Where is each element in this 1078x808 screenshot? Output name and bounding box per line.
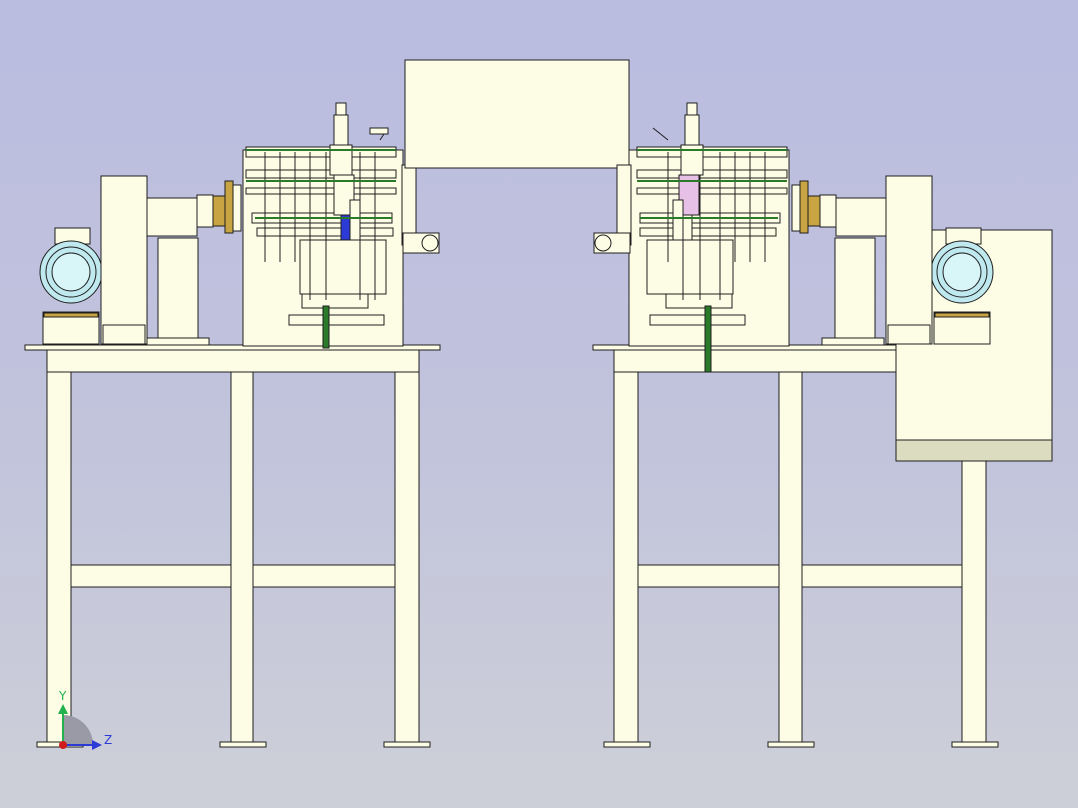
center-cabinet	[404, 59, 630, 169]
z-axis-arrowhead-icon	[92, 740, 102, 750]
left-gearbox	[100, 175, 242, 346]
triad-arc-icon	[63, 715, 93, 745]
axis-triad	[58, 704, 102, 750]
y-axis-label: Y	[59, 689, 67, 703]
left-motor	[39, 227, 103, 345]
z-axis-label: Z	[104, 733, 113, 747]
x-axis-dot-icon	[59, 741, 67, 749]
y-axis-arrowhead-icon	[58, 704, 68, 714]
left-machine[interactable]	[24, 102, 441, 748]
left-housing	[242, 102, 440, 349]
right-machine[interactable]	[592, 102, 1053, 748]
right-motor	[930, 227, 994, 345]
right-housing	[593, 102, 790, 373]
left-table-frame	[24, 344, 441, 748]
right-gearbox	[791, 175, 933, 346]
